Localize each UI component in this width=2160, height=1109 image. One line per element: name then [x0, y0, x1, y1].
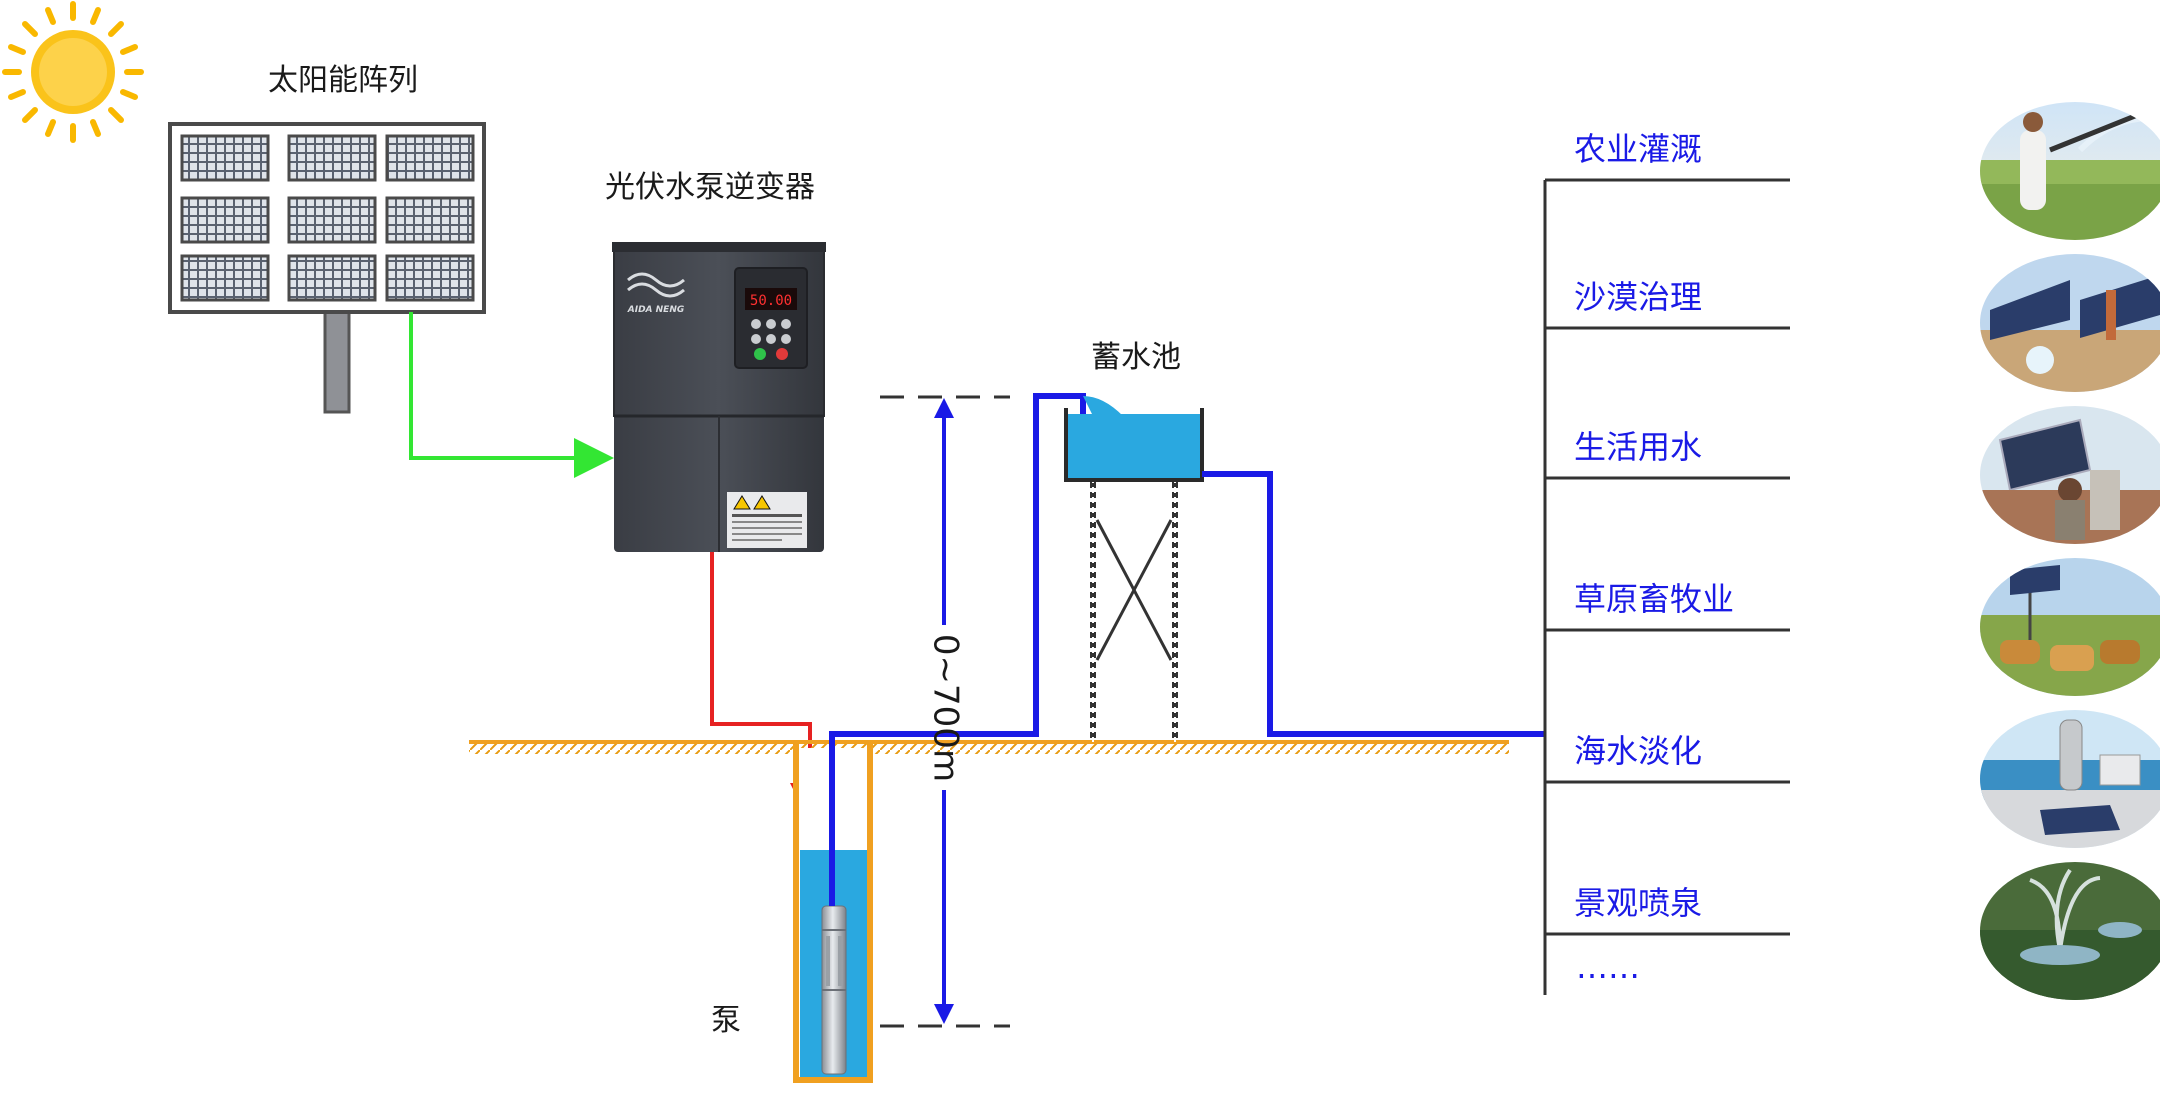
inverter-brand: AIDA NENG	[627, 305, 684, 315]
inverter-display: 50.00	[750, 293, 792, 309]
domestic-water-photo	[1980, 406, 2160, 544]
pump-label: 泵	[711, 1003, 741, 1038]
desalination-photo	[1980, 710, 2160, 848]
water-tank	[1064, 396, 1204, 742]
solar-panel-array	[168, 122, 486, 414]
desert-solar-photo	[1980, 254, 2160, 392]
application-label: 沙漠治理	[1574, 278, 1702, 316]
depth-dimension: 0~700m	[880, 395, 1010, 1028]
ground-surface	[469, 740, 1509, 754]
application-label: 草原畜牧业	[1574, 580, 1734, 618]
application-label: 生活用水	[1574, 428, 1702, 466]
water-pipe-up	[829, 393, 1086, 906]
grassland-cattle-photo	[1980, 558, 2160, 696]
water-pipe-out	[1202, 471, 1545, 737]
warning-label	[727, 492, 807, 548]
application-label: 农业灌溉	[1574, 130, 1702, 168]
fountain-photo	[1980, 862, 2160, 1000]
sun-icon	[2, 1, 144, 143]
submersible-pump	[821, 905, 847, 1075]
application-labels: 农业灌溉 沙漠治理 生活用水 草原畜牧业 海水淡化 景观喷泉 ……	[1574, 130, 1734, 986]
pv-pump-inverter: AIDA NENG 50.00	[612, 242, 826, 552]
depth-label: 0~700m	[926, 634, 966, 782]
more-applications: ……	[1576, 948, 1640, 986]
inverter-keypad-buttons	[751, 319, 791, 360]
inverter-logo: AIDA NENG	[627, 272, 685, 315]
application-label: 景观喷泉	[1574, 884, 1702, 922]
distribution-tree	[1543, 178, 1790, 995]
solar-array-label: 太阳能阵列	[268, 63, 418, 98]
inverter-label: 光伏水泵逆变器	[605, 170, 815, 205]
application-label: 海水淡化	[1574, 732, 1702, 770]
farm-irrigation-photo	[1980, 102, 2160, 240]
tank-label: 蓄水池	[1091, 340, 1181, 375]
dc-power-line	[409, 312, 614, 478]
